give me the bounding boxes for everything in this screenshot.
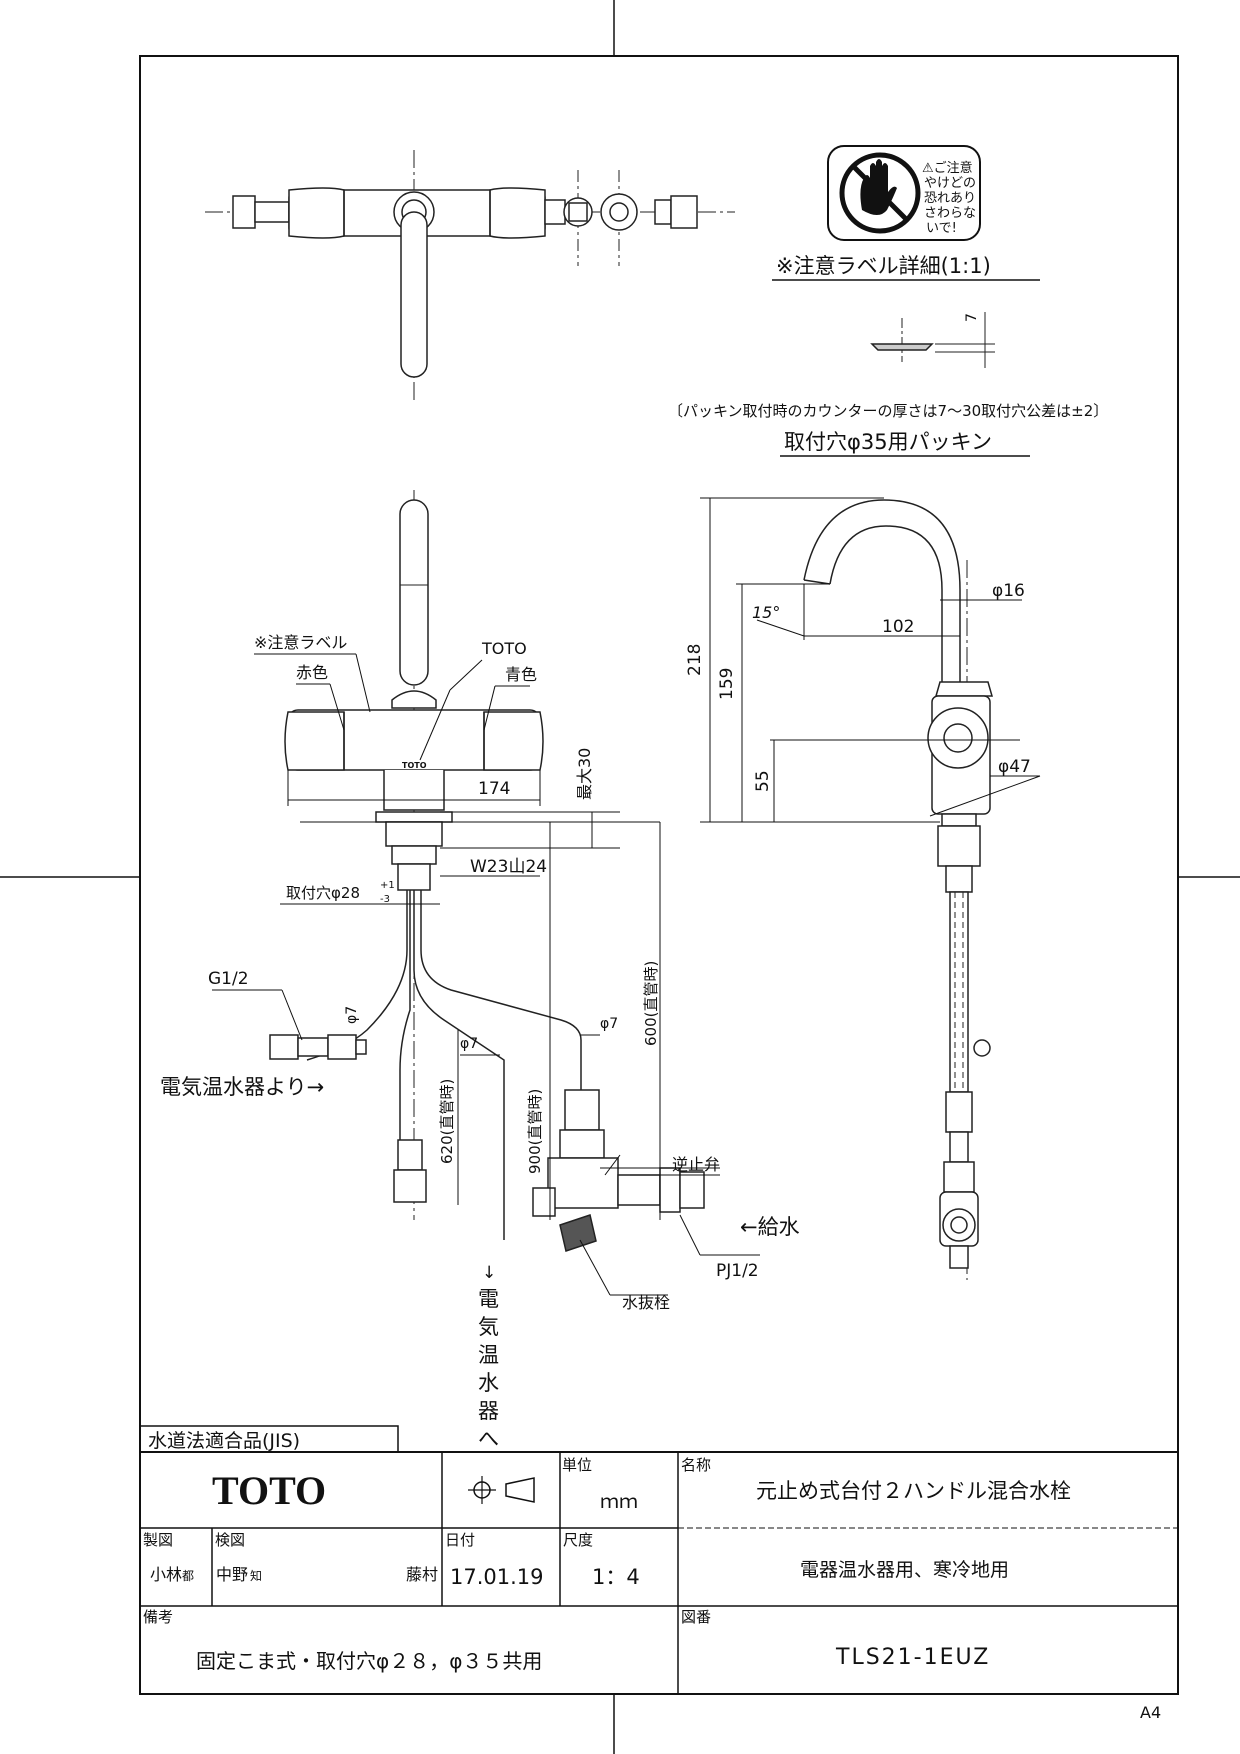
approved-by: 藤村 — [406, 1565, 438, 1584]
to-heater-vertical: ↓ 電 気 温 水 器 へ — [478, 1263, 499, 1451]
check-valve: 逆止弁 — [672, 1155, 720, 1174]
dim-159: 159 — [717, 668, 737, 700]
title-block-grid — [139, 1425, 1178, 1694]
warning-text-2: やけどの — [924, 176, 976, 191]
jis-label: 水道法適合品(JIS) — [148, 1430, 300, 1452]
drawn-stamp: 都 — [182, 1569, 194, 1583]
dim-phi7-c: φ7 — [600, 1016, 618, 1032]
checked-by: 中野 — [216, 1565, 248, 1584]
dim-hole-tol-plus: +1 — [380, 880, 395, 891]
toto-logo: TOTO — [212, 1468, 326, 1513]
from-heater: 電気温水器より→ — [160, 1075, 324, 1099]
scale-value: 1：4 — [592, 1565, 640, 1589]
drawing-number: TLS21-1EUZ — [835, 1645, 990, 1670]
front-view — [269, 490, 705, 1252]
warning-label-caption: ※注意ラベル詳細(1:1) — [776, 254, 991, 278]
dim-thread: W23山24 — [470, 857, 547, 877]
dim-102: 102 — [882, 617, 914, 637]
drawing-no-header: 図番 — [681, 1608, 711, 1626]
dim-phi16: φ16 — [992, 581, 1025, 601]
dim-phi7-b: φ7 — [460, 1036, 478, 1052]
dim-max30: 最大30 — [575, 748, 594, 800]
warning-text-5: いで! — [926, 221, 957, 236]
date-header: 日付 — [445, 1531, 475, 1549]
svg-text:水: 水 — [478, 1371, 499, 1395]
dim-55: 55 — [753, 770, 773, 792]
svg-text:気: 気 — [478, 1315, 499, 1339]
svg-text:へ: へ — [478, 1427, 499, 1451]
product-name: 元止め式台付２ハンドル混合水栓 — [756, 1479, 1071, 1503]
dim-620: 620(直管時) — [438, 1079, 456, 1164]
svg-text:電: 電 — [478, 1287, 499, 1311]
unit-header: 単位 — [562, 1456, 592, 1474]
dim-218: 218 — [685, 644, 705, 676]
packing-note: 〔パッキン取付時のカウンターの厚さは7～30取付穴公差は±2〕 — [668, 402, 1108, 420]
svg-text:↓: ↓ — [482, 1263, 496, 1283]
supply: ←給水 — [740, 1215, 800, 1239]
top-view — [205, 150, 735, 400]
date-value: 17.01.19 — [450, 1565, 544, 1589]
label-caution: ※注意ラベル — [254, 633, 347, 652]
label-blue: 青色 — [505, 665, 537, 684]
checked-stamp: 知 — [250, 1569, 262, 1583]
small-logo: TOTO — [402, 761, 427, 770]
packing-caption: 取付穴φ35用パッキン — [784, 430, 992, 454]
label-toto: TOTO — [481, 639, 527, 658]
side-view — [803, 499, 993, 1280]
warning-text-1: ⚠ご注意 — [922, 160, 973, 176]
drawn-by: 小林 — [150, 1565, 182, 1584]
sheet-border — [139, 55, 1179, 1695]
svg-text:温: 温 — [478, 1343, 499, 1367]
dim-phi7-a: φ7 — [344, 1006, 360, 1024]
pj12: PJ1/2 — [716, 1261, 759, 1281]
subtitle: 電器温水器用、寒冷地用 — [800, 1559, 1009, 1581]
side-dim-lines — [700, 497, 1041, 823]
dim-600: 600(直管時) — [642, 961, 660, 1046]
dim-174: 174 — [478, 779, 510, 799]
drawn-header: 製図 — [143, 1531, 173, 1549]
label-red: 赤色 — [296, 663, 328, 682]
dim-hole: 取付穴φ28 — [286, 884, 360, 902]
checked-header: 検図 — [215, 1531, 245, 1549]
warning-text-4: さわらな — [924, 206, 976, 221]
paper-size: A4 — [1140, 1703, 1161, 1722]
dim-900: 900(直管時) — [526, 1089, 544, 1174]
dim-phi47: φ47 — [998, 757, 1031, 777]
dim-7: 7 — [964, 313, 980, 322]
warning-text-3: 恐れあり — [924, 191, 976, 206]
remarks-value: 固定こま式・取付穴φ２８，φ３５共用 — [196, 1649, 542, 1673]
svg-text:器: 器 — [478, 1399, 499, 1423]
packing-detail — [870, 312, 995, 368]
name-header: 名称 — [681, 1456, 711, 1474]
drain-plug: 水抜栓 — [622, 1293, 670, 1312]
scale-header: 尺度 — [563, 1531, 593, 1549]
front-leaders — [212, 653, 760, 1296]
remarks-header: 備考 — [143, 1608, 173, 1626]
dim-hole-tol-minus: -3 — [380, 894, 390, 905]
warning-label — [827, 145, 981, 241]
unit-value: ｍｍ — [600, 1491, 638, 1513]
label-g12: G1/2 — [208, 969, 249, 989]
dim-15deg: 15° — [752, 603, 780, 622]
